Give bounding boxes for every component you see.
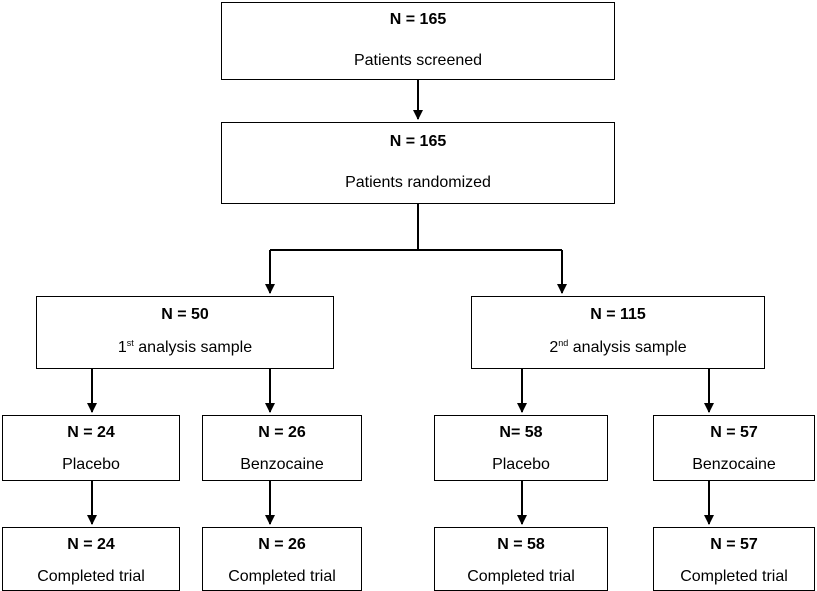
completed-count: N = 24 [67,536,115,553]
completed-box-2: N = 26 Completed trial [202,527,362,591]
randomized-box: N = 165 Patients randomized [221,122,615,204]
sample2-count: N = 115 [590,306,646,323]
completed-box-4: N = 57 Completed trial [653,527,815,591]
screened-box: N = 165 Patients screened [221,2,615,80]
group-count: N = 57 [710,424,758,441]
sample1-label: 1st analysis sample [117,338,253,357]
sample2-box: N = 115 2nd analysis sample [471,296,765,369]
completed-label: Completed trial [467,568,575,585]
completed-box-1: N = 24 Completed trial [2,527,180,591]
group-count: N = 26 [258,424,306,441]
completed-box-3: N = 58 Completed trial [434,527,608,591]
group-box-4: N = 57 Benzocaine [653,415,815,481]
group-label: Placebo [62,456,120,473]
sample1-count: N = 50 [161,306,209,323]
group-label: Benzocaine [240,456,324,473]
group-count: N = 24 [67,424,115,441]
completed-label: Completed trial [228,568,336,585]
randomized-count: N = 165 [389,133,447,150]
screened-label: Patients screened [353,52,483,69]
completed-label: Completed trial [37,568,145,585]
group-count: N= 58 [499,424,543,441]
group-box-2: N = 26 Benzocaine [202,415,362,481]
group-box-1: N = 24 Placebo [2,415,180,481]
group-box-3: N= 58 Placebo [434,415,608,481]
sample2-label: 2nd analysis sample [549,338,687,357]
split-connector [270,204,419,251]
completed-label: Completed trial [680,568,788,585]
randomized-label: Patients randomized [345,174,491,191]
sample1-box: N = 50 1st analysis sample [36,296,334,369]
group-label: Benzocaine [692,456,776,473]
screened-count: N = 165 [389,11,447,28]
completed-count: N = 57 [710,536,758,553]
completed-count: N = 26 [258,536,306,553]
group-label: Placebo [492,456,550,473]
completed-count: N = 58 [497,536,545,553]
